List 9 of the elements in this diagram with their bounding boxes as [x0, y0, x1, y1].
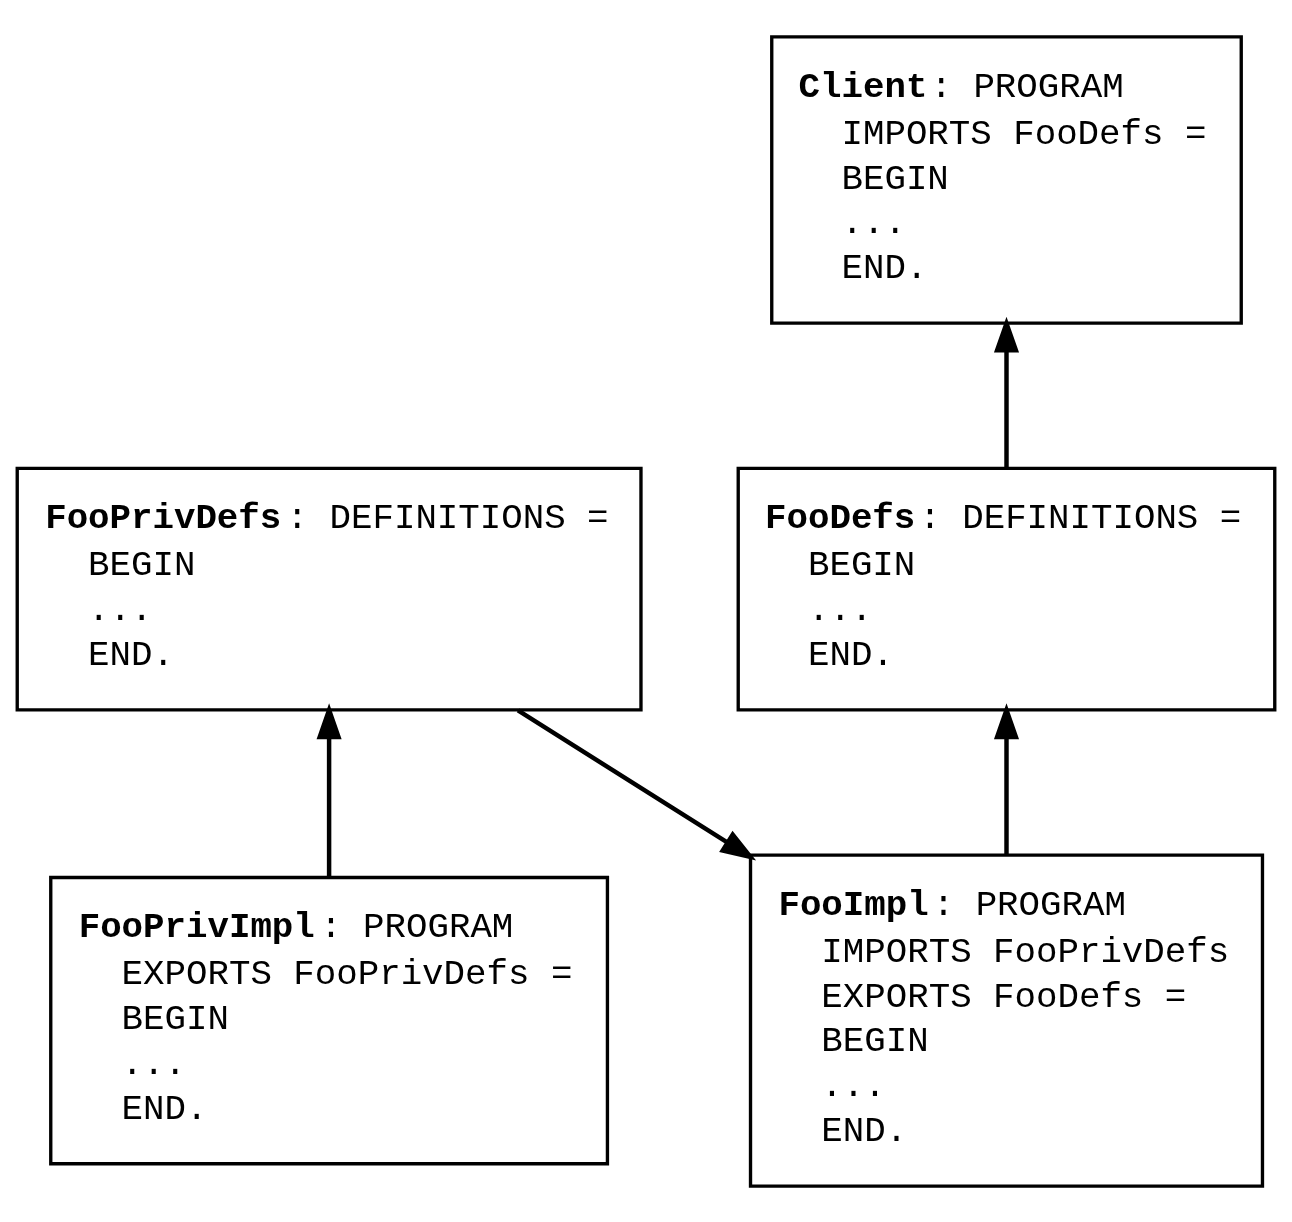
node-box: FooDefs: DEFINITIONS = BEGIN ... END. — [736, 466, 1277, 712]
node-box: FooPrivDefs: DEFINITIONS = BEGIN ... END. — [15, 466, 643, 712]
node-box: FooPrivImpl: PROGRAM EXPORTS FooPrivDefs = BEGIN ... END. — [49, 875, 610, 1165]
arrow — [993, 316, 1020, 468]
node-box: FooImpl: PROGRAM IMPORTS FooPrivDefs EXPORTS FooDefs = BEGIN ... END. — [748, 853, 1265, 1188]
arrow — [316, 702, 342, 877]
arrow — [993, 702, 1020, 855]
node-box: Client: PROGRAM IMPORTS FooDefs = BEGIN ... END. — [770, 34, 1243, 325]
arrow — [516, 708, 757, 861]
